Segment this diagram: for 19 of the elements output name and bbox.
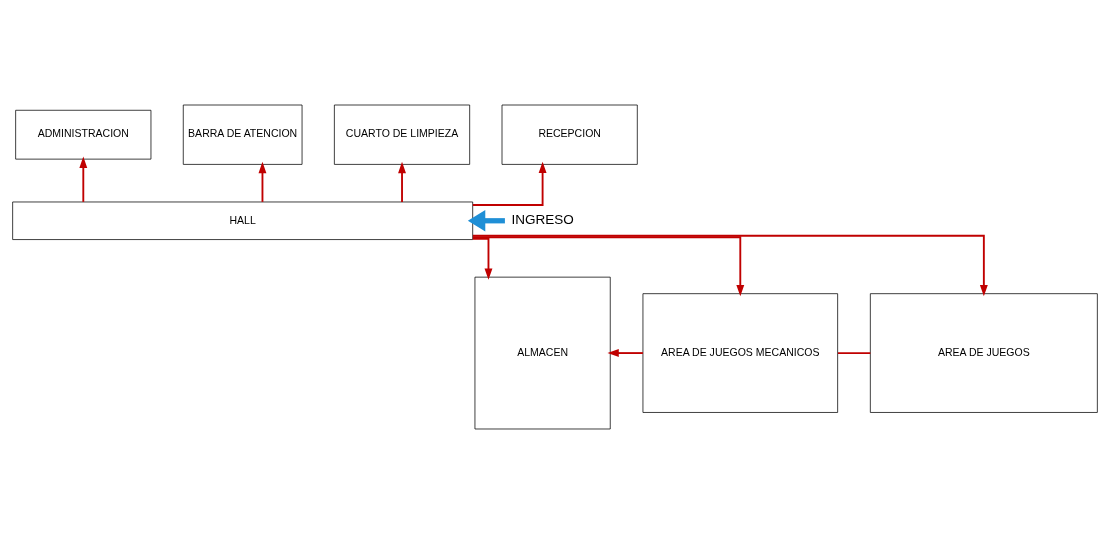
node-box: AREA DE JUEGOS [869,293,1098,413]
node-box: AREA DE JUEGOS MECANICOS [642,293,838,413]
arrow [471,236,745,297]
arrow [471,234,988,297]
arrow [471,161,547,206]
arrow [258,161,267,203]
arrow [79,156,88,203]
node-box: ALMACEN [474,276,611,430]
arrow [398,161,406,203]
arrow [471,237,493,280]
arrow [607,349,644,358]
node-box: RECEPCION [501,104,638,165]
node-box: ADMINISTRACION [15,109,152,160]
node-text: INGRESO [511,212,574,228]
connector [837,352,872,354]
arrow [467,210,505,232]
node-box: HALL [12,201,474,240]
node-box: CUARTO DE LIMPIEZA [334,104,471,165]
node-box: BARRA DE ATENCION [182,104,303,165]
